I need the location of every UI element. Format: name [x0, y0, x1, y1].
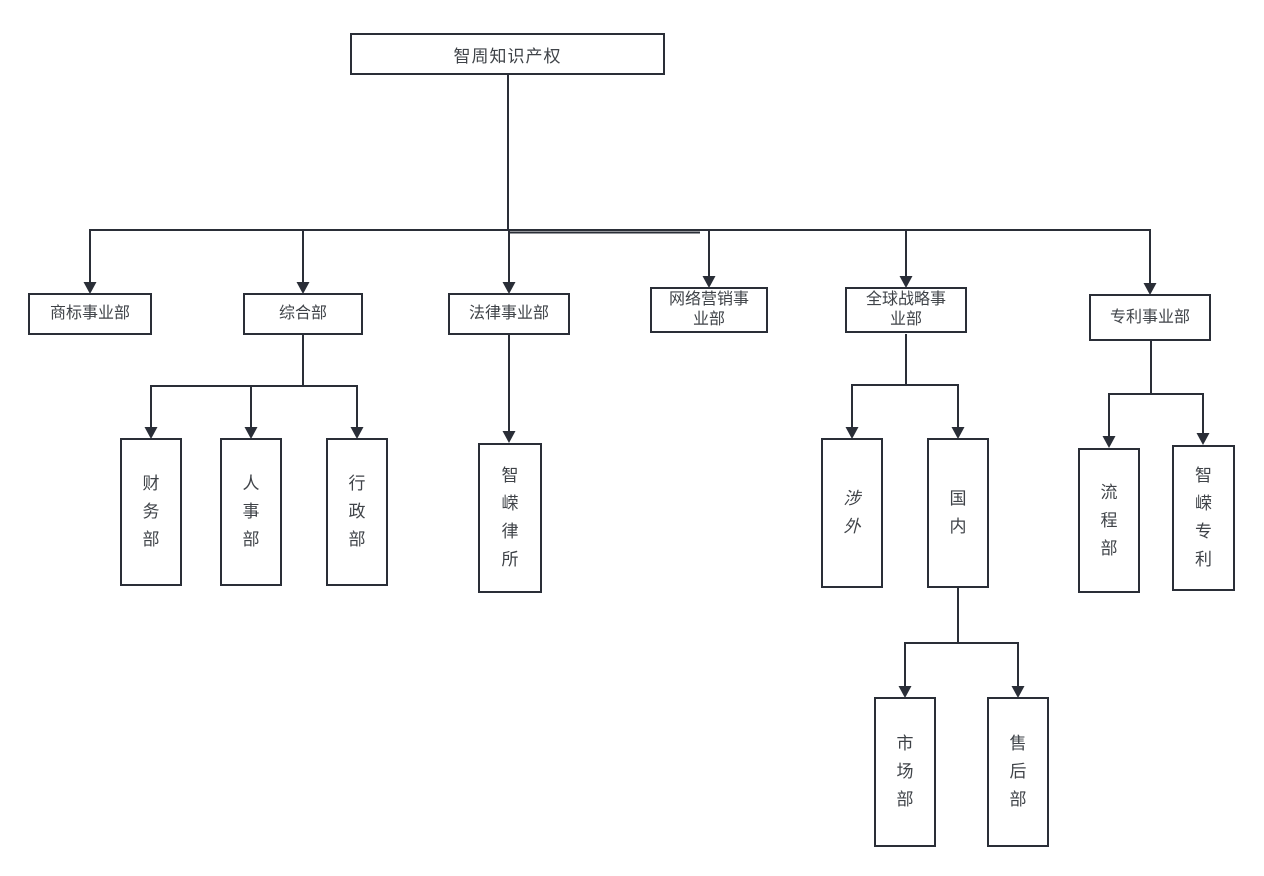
connector-segments [89, 75, 1204, 689]
node-label: 国内 [949, 489, 967, 536]
node-label: 网络营销事业部 [668, 291, 749, 328]
arrowhead [1102, 436, 1116, 448]
arrowhead [845, 427, 859, 439]
arrowhead [702, 276, 716, 288]
arrowhead [144, 427, 158, 439]
node-label: 市场部 [896, 734, 914, 809]
node-legal-division: 法律事业部 [448, 293, 570, 335]
node-label: 售后部 [1009, 734, 1027, 809]
node-label: 专利事业部 [1109, 308, 1190, 326]
node-online-marketing-division: 网络营销事业部 [650, 287, 768, 333]
node-domestic-group: 国内 [927, 438, 989, 588]
node-label: 涉外 [843, 489, 861, 536]
node-hr-dept: 人事部 [220, 438, 282, 586]
node-label: 智嵘专利 [1195, 466, 1212, 569]
node-trademark-division: 商标事业部 [28, 293, 152, 335]
node-finance-dept: 财务部 [120, 438, 182, 586]
arrowhead [502, 431, 516, 443]
arrowhead [1196, 433, 1210, 445]
node-admin-dept: 行政部 [326, 438, 388, 586]
node-general-affairs-dept: 综合部 [243, 293, 363, 335]
node-process-dept: 流程部 [1078, 448, 1140, 593]
node-label: 全球战略事业部 [865, 291, 946, 328]
arrowhead [244, 427, 258, 439]
arrowheads [83, 276, 1210, 698]
node-label: 商标事业部 [49, 305, 130, 322]
node-label: 行政部 [348, 474, 366, 549]
arrowhead [899, 276, 913, 288]
node-marketing-dept: 市场部 [874, 697, 936, 847]
node-international-group: 涉外 [821, 438, 883, 588]
arrowhead [951, 427, 965, 439]
node-label: 综合部 [278, 305, 327, 322]
arrowhead [1143, 283, 1157, 295]
arrowhead [898, 686, 912, 698]
node-label: 流程部 [1100, 482, 1118, 558]
node-label: 智嵘律所 [501, 466, 519, 569]
arrowhead [350, 427, 364, 439]
node-zhirong-patent: 智嵘专利 [1172, 445, 1235, 591]
node-aftersales-dept: 售后部 [987, 697, 1049, 847]
node-label: 法律事业部 [468, 305, 549, 322]
arrowhead [296, 282, 310, 294]
arrowhead [502, 282, 516, 294]
node-zhirong-law-firm: 智嵘律所 [478, 443, 542, 593]
node-label: 智周知识产权 [453, 46, 562, 66]
arrowhead [83, 282, 97, 294]
node-label: 人事部 [242, 474, 260, 549]
node-root-company: 智周知识产权 [350, 33, 665, 75]
node-label: 财务部 [142, 474, 160, 549]
node-global-strategy-division: 全球战略事业部 [845, 287, 967, 333]
node-patent-division: 专利事业部 [1089, 294, 1211, 341]
arrowhead [1011, 686, 1025, 698]
